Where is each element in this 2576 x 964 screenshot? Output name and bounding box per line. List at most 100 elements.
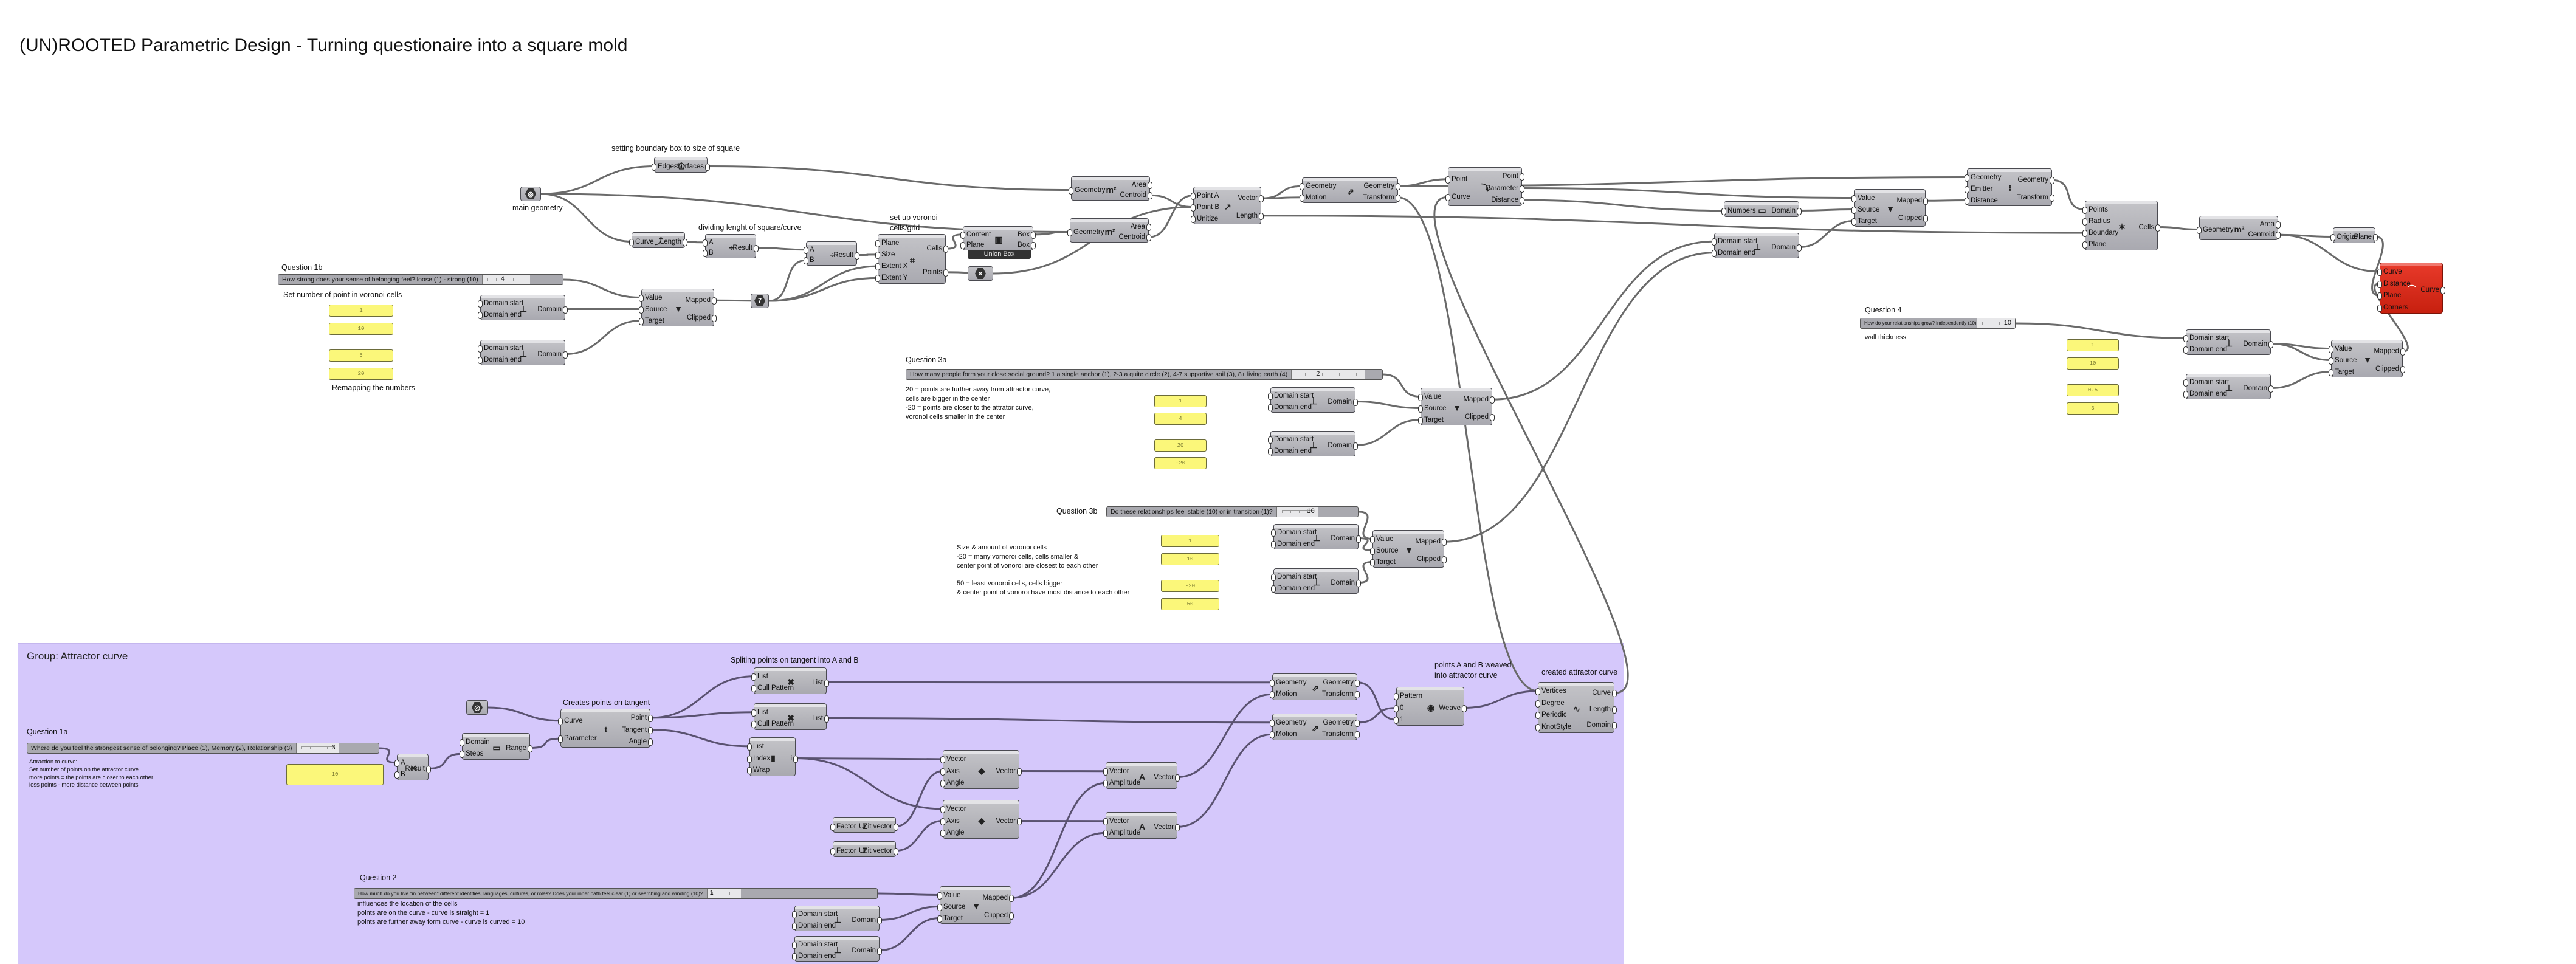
grip-output[interactable] [648, 727, 653, 734]
grip-output[interactable] [2155, 224, 2160, 232]
grip-output[interactable] [712, 315, 717, 322]
grip-output[interactable] [563, 351, 568, 359]
panel-q1b-1[interactable]: 1 [329, 305, 393, 317]
grip-output[interactable] [528, 745, 532, 752]
grip-output[interactable] [754, 245, 759, 252]
grip-input[interactable] [2377, 305, 2382, 312]
grip-input[interactable] [940, 768, 945, 776]
slider-track[interactable]: 10 [1977, 318, 2015, 328]
grip-input[interactable] [1394, 705, 1399, 712]
grip-input[interactable] [792, 911, 797, 918]
grip-input[interactable] [558, 718, 563, 725]
slider-q3b[interactable]: Do these relationships feel stable (10) … [1106, 506, 1359, 517]
grip-input[interactable] [1271, 574, 1276, 581]
panel-q1a-1[interactable]: 10 [286, 764, 384, 785]
grip-output[interactable] [1612, 706, 1617, 714]
grip-output[interactable] [1146, 234, 1151, 241]
grip-output[interactable] [1490, 414, 1495, 421]
grip-input[interactable] [747, 767, 752, 774]
grip-input[interactable] [2377, 269, 2382, 276]
grip-input[interactable] [2082, 230, 2087, 237]
slider-q1b[interactable]: How strong does your sense of belonging … [278, 274, 563, 285]
grip-input[interactable] [875, 263, 880, 270]
grip-input[interactable] [1270, 720, 1275, 727]
grip-input[interactable] [460, 739, 464, 746]
grip-input[interactable] [1712, 238, 1717, 246]
panel-q3a-2[interactable]: 4 [1154, 413, 1207, 425]
grip-output[interactable] [2440, 287, 2445, 294]
panel-q3a-4[interactable]: -20 [1154, 457, 1207, 469]
param-main-geometry[interactable]: ◎ [520, 187, 541, 201]
grip-input[interactable] [1268, 448, 1273, 455]
grip-input[interactable] [940, 756, 945, 763]
grip-input[interactable] [1271, 529, 1276, 537]
grip-input[interactable] [478, 345, 483, 353]
grip-input[interactable] [960, 232, 965, 239]
grip-output[interactable] [877, 917, 882, 924]
grip-input[interactable] [1721, 208, 1726, 215]
grip-input[interactable] [652, 164, 656, 171]
grip-input[interactable] [960, 242, 965, 249]
grip-input[interactable] [478, 357, 483, 364]
grip-output[interactable] [1009, 912, 1014, 920]
grip-input[interactable] [751, 709, 756, 717]
slider-q3a[interactable]: How many people form your close social g… [906, 369, 1383, 380]
grip-output[interactable] [2373, 234, 2378, 241]
grip-input[interactable] [937, 904, 942, 911]
grip-output[interactable] [1353, 399, 1358, 406]
grip-input[interactable] [1394, 717, 1399, 724]
slider-track[interactable]: 3 [296, 743, 339, 753]
panel-q3a-1[interactable]: 1 [1154, 395, 1207, 407]
grip-output[interactable] [1520, 197, 1524, 204]
grip-input[interactable] [875, 275, 880, 282]
panel-q4-1[interactable]: 1 [2067, 339, 2119, 351]
slider-track[interactable]: 10 [1276, 507, 1318, 517]
grip-input[interactable] [2183, 391, 2188, 398]
grip-output[interactable] [1009, 895, 1014, 902]
grip-input[interactable] [940, 818, 945, 825]
grip-output[interactable] [1355, 731, 1360, 738]
panel-q3b-1[interactable]: 1 [1161, 535, 1219, 547]
grip-output[interactable] [1031, 242, 1036, 249]
grip-output[interactable] [894, 848, 898, 855]
grip-output[interactable] [1146, 224, 1151, 231]
grip-input[interactable] [703, 250, 708, 257]
grip-output[interactable] [1797, 244, 1802, 252]
grip-input[interactable] [478, 300, 483, 308]
grip-input[interactable] [703, 239, 708, 247]
grip-input[interactable] [1965, 198, 1969, 205]
grip-output[interactable] [877, 948, 882, 955]
grip-output[interactable] [1520, 185, 1524, 193]
grip-input[interactable] [2082, 207, 2087, 214]
grip-input[interactable] [1418, 394, 1423, 401]
panel-q4-3[interactable]: 0.5 [2067, 384, 2119, 396]
grip-input[interactable] [751, 721, 756, 728]
grip-input[interactable] [804, 257, 808, 264]
slider-track[interactable]: 1 [707, 889, 741, 898]
grip-output[interactable] [1017, 818, 1022, 825]
grip-input[interactable] [1191, 204, 1196, 212]
grip-input[interactable] [1103, 830, 1108, 837]
grip-input[interactable] [1191, 193, 1196, 200]
grip-input[interactable] [1851, 195, 1856, 202]
grip-output[interactable] [2050, 177, 2054, 184]
